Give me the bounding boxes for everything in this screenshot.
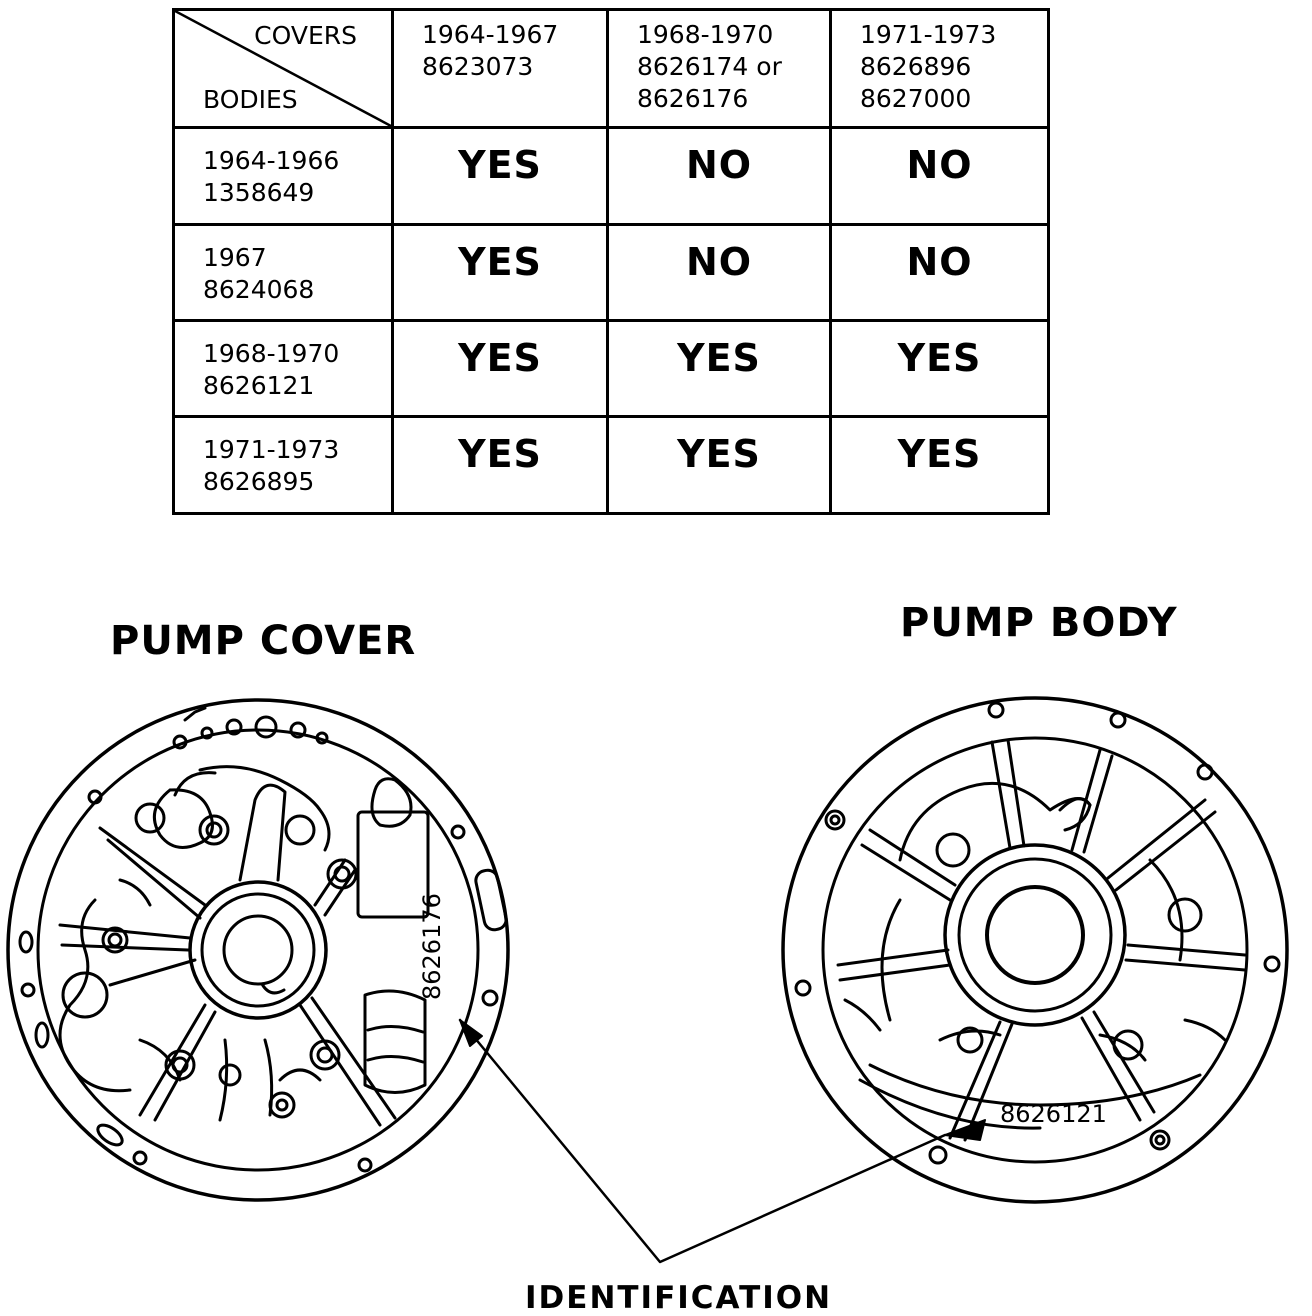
cover-part-number: 8626176 [418,893,446,1000]
fit-value: YES [677,336,761,380]
table-row: 1964-1966 1358649 YES NO NO [172,126,1050,226]
fit-value: YES [677,432,761,476]
row-header: 1967 8624068 [172,223,394,322]
row-header-part-number: 8626895 [203,467,315,496]
row-header-years: 1971-1973 [203,435,340,464]
fit-value: YES [458,432,542,476]
table-cell: YES [606,319,832,418]
column-header-1968-1970: 1968-1970 8626174 or 8626176 [606,8,832,129]
table-cell: YES [391,126,609,226]
fit-value: NO [685,240,753,284]
column-header-years: 1971-1973 [860,20,997,49]
row-header-part-number: 8624068 [203,275,315,304]
column-header-part-number: 8626176 [637,84,749,113]
body-passages [843,781,1227,1130]
body-hub-ring [957,857,1113,1013]
body-arrowhead [944,1119,986,1141]
fit-value: YES [458,240,542,284]
callout-leader-lines [458,1018,947,1264]
bodies-axis-label: BODIES [203,85,298,114]
column-header-part-number: 8623073 [422,52,534,81]
cover-hub-ring [200,892,316,1008]
identification-callout: IDENTIFICATION [458,1018,986,1316]
table-cell: NO [606,126,832,226]
body-inner-rim [821,736,1249,1164]
row-header: 1971-1973 8626895 [172,415,394,515]
cover-hub-notch [260,982,286,995]
body-part-number: 8626121 [1000,1100,1107,1128]
corner-diagonal [175,11,391,126]
table-row: 1968-1970 8626121 YES YES YES [172,319,1050,418]
fit-value: YES [458,336,542,380]
cover-flange-tab [183,706,207,722]
column-header-part-number: 8626174 or [637,52,782,81]
column-header-part-number: 8627000 [860,84,972,113]
body-bosses [935,832,1203,1061]
table-cell: YES [391,319,609,418]
fit-value: NO [685,143,753,187]
table-cell: YES [829,415,1050,515]
table-cell: YES [391,223,609,322]
table-cell: YES [829,319,1050,418]
table-cell: YES [391,415,609,515]
row-header-years: 1964-1966 [203,146,340,175]
body-ribs [836,738,1247,1142]
compatibility-table: COVERS BODIES 1964-1967 8623073 1968-197… [172,8,1050,515]
table-cell: NO [829,223,1050,322]
cover-bosses [61,802,358,1119]
fit-value: NO [906,143,973,187]
column-header-part-number: 8626896 [860,52,972,81]
table-cell: YES [606,415,832,515]
pump-body-title: PUMP BODY [900,600,1178,646]
pump-body-drawing: 8626121 [781,696,1289,1204]
identification-label: IDENTIFICATION [525,1280,832,1316]
fit-value: YES [458,143,542,187]
table-corner-cell: COVERS BODIES [172,8,394,129]
fit-value: NO [906,240,973,284]
body-hub-outer [943,843,1127,1027]
table-row: 1971-1973 8626895 YES YES YES [172,415,1050,515]
cover-passages [58,765,430,1122]
cover-hub-bore [222,914,294,986]
fit-value: YES [897,336,982,380]
pump-cover-title: PUMP COVER [110,618,417,664]
cover-hub-outer [188,880,328,1020]
row-header-years: 1968-1970 [203,339,340,368]
table-cell: NO [829,126,1050,226]
table-row: 1967 8624068 YES NO NO [172,223,1050,322]
body-outer-flange [781,696,1289,1204]
covers-axis-label: COVERS [254,21,357,50]
table-header-row: COVERS BODIES 1964-1967 8623073 1968-197… [172,8,1050,129]
body-bolt-holes [794,701,1281,1165]
column-header-1964-1967: 1964-1967 8623073 [391,8,609,129]
row-header-part-number: 1358649 [203,178,315,207]
row-header-years: 1967 [203,243,267,272]
fit-value: YES [897,432,982,476]
row-header: 1968-1970 8626121 [172,319,394,418]
table-cell: NO [606,223,832,322]
pump-drawings: 8626176 [6,696,1289,1316]
row-header: 1964-1966 1358649 [172,126,394,226]
cover-spokes [58,826,397,1127]
cover-outer-flange [6,698,510,1202]
column-header-1971-1973: 1971-1973 8626896 8627000 [829,8,1050,129]
column-header-years: 1964-1967 [422,20,559,49]
pump-cover-drawing: 8626176 [6,698,510,1202]
row-header-part-number: 8626121 [203,371,315,400]
cover-bolt-holes [18,715,508,1173]
cover-arrowhead [459,1019,483,1047]
column-header-years: 1968-1970 [637,20,774,49]
body-hub-bore [985,885,1085,985]
